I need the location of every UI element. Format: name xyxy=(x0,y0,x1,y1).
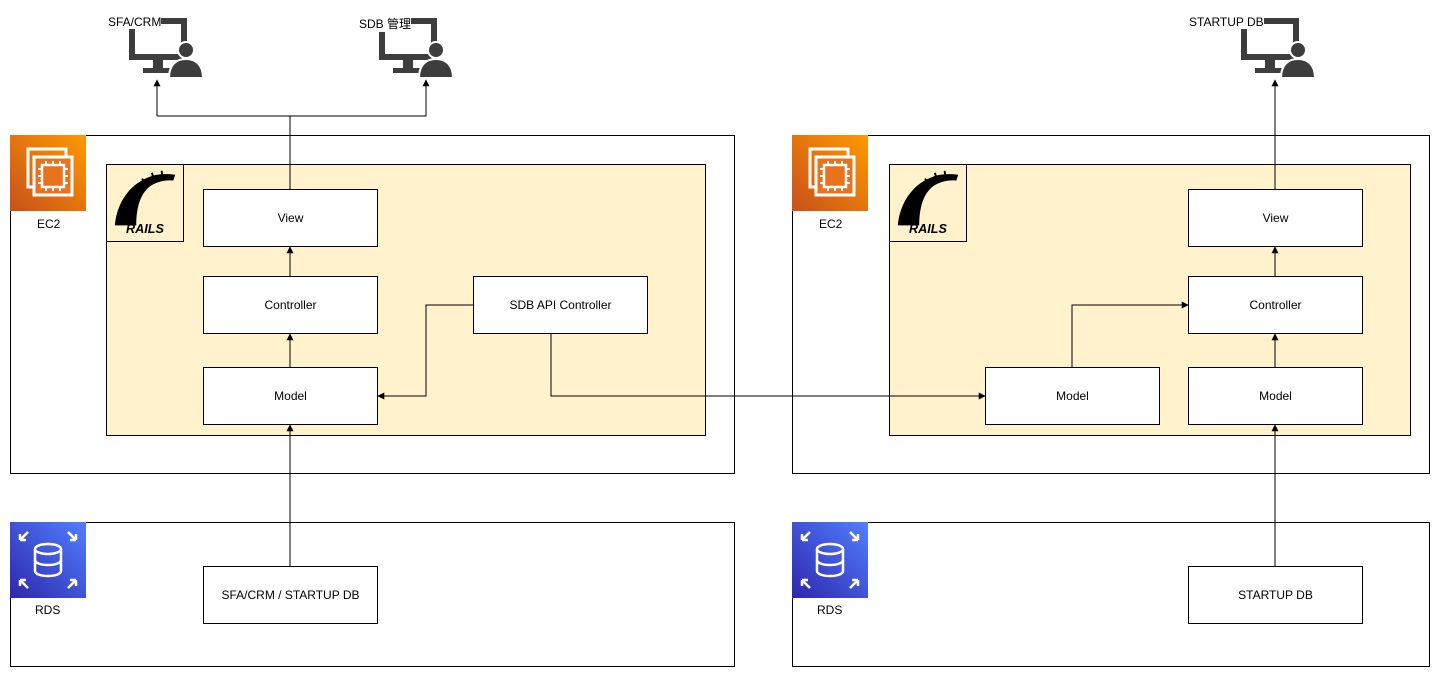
rails-logo-text: RAILS xyxy=(126,222,165,236)
right-external-model-box[interactable]: Model xyxy=(985,367,1160,425)
rds-icon xyxy=(10,522,86,598)
left-ec2-label: EC2 xyxy=(37,217,61,231)
right-controller-box[interactable]: Controller xyxy=(1188,276,1363,334)
right-database-box[interactable]: STARTUP DB xyxy=(1188,566,1363,624)
right-view-box[interactable]: View xyxy=(1188,189,1363,247)
sdb-admin-user-label: SDB 管理 xyxy=(359,15,412,32)
left-view-box[interactable]: View xyxy=(203,189,378,247)
sdb-api-controller-box[interactable]: SDB API Controller xyxy=(473,276,648,334)
left-database-box[interactable]: SFA/CRM / STARTUP DB xyxy=(203,566,378,624)
user-monitor-icon xyxy=(379,18,455,78)
rails-logo-icon: RAILS xyxy=(106,164,184,242)
right-rds-label: RDS xyxy=(817,603,843,617)
left-model-box[interactable]: Model xyxy=(203,367,378,425)
right-ec2-label: EC2 xyxy=(819,217,843,231)
ec2-icon xyxy=(10,135,86,211)
ec2-icon xyxy=(792,135,868,211)
to-sdb-admin-user-arrow xyxy=(290,79,430,117)
right-model-box[interactable]: Model xyxy=(1188,367,1363,425)
left-rds-label: RDS xyxy=(35,603,61,617)
startup-db-user-label: STARTUP DB xyxy=(1189,15,1264,29)
left-controller-box[interactable]: Controller xyxy=(203,276,378,334)
rds-icon xyxy=(792,522,868,598)
sfa-crm-user-label: SFA/CRM xyxy=(108,15,162,29)
rails-logo-text: RAILS xyxy=(909,222,948,236)
rails-logo-icon: RAILS xyxy=(889,164,967,242)
